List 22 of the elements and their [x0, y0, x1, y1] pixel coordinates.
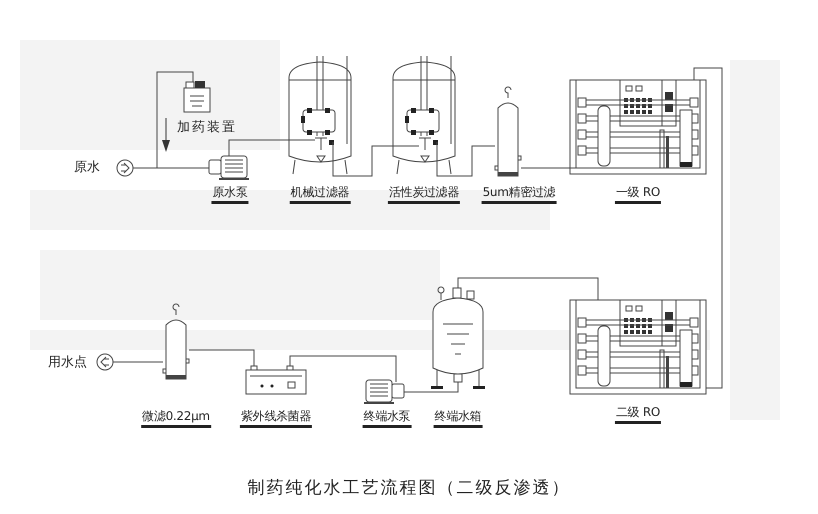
equipment-label: 二级 RO — [614, 404, 662, 424]
equipment-label: 一级 RO — [614, 184, 662, 204]
pipe-line — [464, 146, 478, 176]
pipe-line — [214, 350, 254, 362]
equipment-label: 5um精密过滤 — [482, 184, 556, 204]
pipe-line — [458, 278, 598, 296]
equipment-label: 原水 — [74, 160, 100, 176]
pipe-line — [156, 72, 206, 168]
diagram-title: 制药纯化水工艺流程图（二级反渗透） — [248, 478, 570, 498]
equipment-label: 终端水箱 — [434, 408, 482, 428]
equipment-label: 活性炭过滤器 — [388, 184, 460, 204]
equipment-label: 微滤0.22μm — [141, 408, 211, 428]
pipe-line — [358, 146, 384, 176]
equipment-label: 紫外线杀菌器 — [240, 408, 312, 428]
pipe-line — [228, 140, 282, 146]
equipment-label: 加药装置 — [177, 120, 237, 136]
equipment-label: 用水点 — [48, 355, 87, 371]
pipe-line — [694, 68, 722, 388]
equipment-label: 原水泵 — [211, 184, 249, 204]
equipment-label: 机械过滤器 — [290, 184, 350, 204]
equipment-label: 终端水泵 — [362, 408, 412, 428]
pipe-line — [290, 356, 396, 370]
